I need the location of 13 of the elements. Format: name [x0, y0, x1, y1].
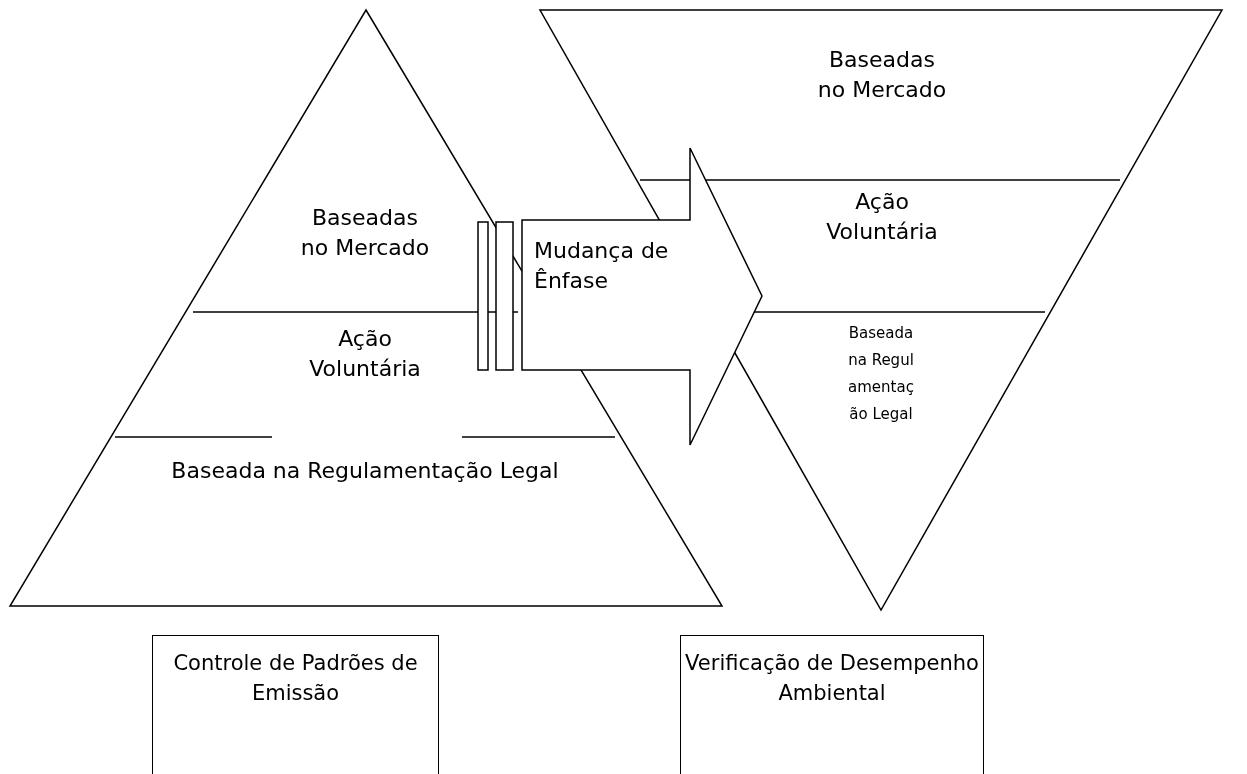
arrow-label: Mudança de Ênfase: [534, 237, 670, 295]
tier-label: Baseadas no Mercado: [300, 203, 430, 303]
tier-label: Baseadas no Mercado: [817, 45, 947, 145]
pyramid-shape: [10, 10, 722, 606]
label-box: [152, 635, 439, 774]
tier-label: Ação Voluntária: [807, 187, 957, 257]
box-label: Controle de Padrões de Emissão: [172, 650, 419, 707]
tier-label: Ação Voluntária: [280, 324, 450, 394]
tier-label: Baseada na Regulamentação Legal: [145, 456, 585, 526]
label-box: [680, 635, 984, 774]
box-label: Verificação de Desempenho Ambiental: [684, 650, 980, 707]
block-arrow: [478, 148, 763, 446]
tier-label: Baseada na Regulamentação Legal: [847, 320, 915, 470]
